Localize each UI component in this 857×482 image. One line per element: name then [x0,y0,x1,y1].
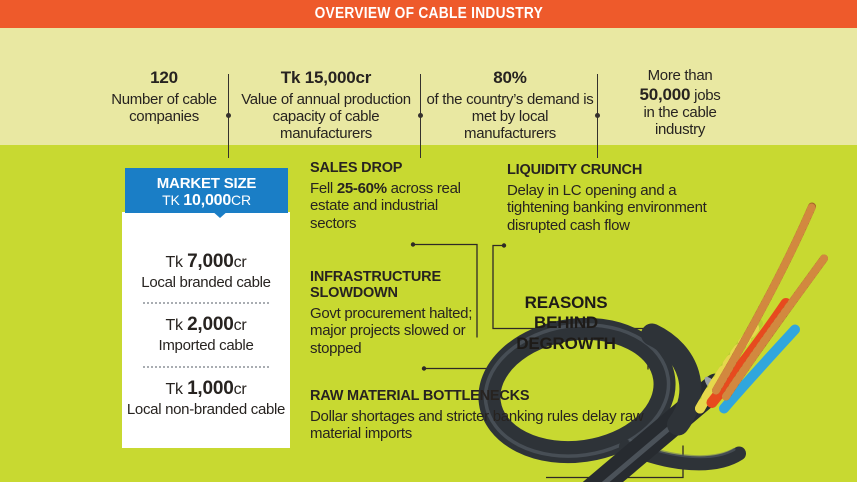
market-item-label: Imported cable [158,337,254,355]
connector-dot-liquidity [501,243,507,248]
stat-label: Number of cable companies [111,91,217,125]
stat-value: 120 [150,68,178,87]
market-item-amount: Tk 7,000cr [122,251,290,273]
stats-band: 120 Number of cable companies Tk 15,000c… [0,28,857,158]
center-line: DEGROWTH [516,333,616,353]
header-bar: OVERVIEW OF CABLE INDUSTRY [0,0,857,28]
stat-value: 80% [493,68,527,87]
center-line: BEHIND [534,313,598,333]
cable-wires [695,202,828,414]
amount-prefix: Tk [165,254,188,271]
amount-value: 2,000 [187,314,234,336]
market-item-label: Local branded cable [141,273,271,291]
dotted-divider [143,302,269,305]
connector-dot-sales [410,242,416,247]
market-size-title: MARKET SIZE [156,175,257,192]
amount-value: 7,000 [187,251,234,272]
center-line: REASONS [524,293,608,312]
note-body: Dollar shortages and stricter banking ru… [310,407,644,443]
market-item-label: Local non-branded cable [126,400,286,418]
divider-dot [595,113,600,118]
divider-dot [226,113,231,118]
note-body: Delay in LC opening and a tightening ban… [507,181,707,234]
note-liquidity-crunch: LIQUIDITY CRUNCH Delay in LC opening and… [507,162,721,234]
note-raw-material-bottlenecks: RAW MATERIAL BOTTLENECKS Dollar shortage… [310,388,650,443]
wire-earth-green [695,318,763,414]
connector-dot-infrastructure [421,366,427,371]
wire-earth-yellow-stripes [695,318,763,414]
stat-divider [226,74,231,158]
note-title: RAW MATERIAL BOTTLENECKS [310,388,530,404]
note-title: LIQUIDITY CRUNCH [507,162,643,178]
wire-copper-2-strands [722,254,828,401]
stat-divider [418,74,423,158]
market-size-amount: 10,000 [183,192,232,209]
stat-production-capacity: Tk 15,000cr Value of annual production c… [232,68,420,142]
stat-value: Tk 15,000cr [280,68,372,87]
market-item-non-branded: Tk 1,000cr Local non-branded cable [122,377,290,418]
market-size-prefix: TK [162,192,184,208]
market-item-amount: Tk 1,000cr [122,377,290,400]
stat-label: Value of annual production capacity of c… [241,91,411,142]
note-infrastructure-slowdown: INFRASTRUCTURE SLOWDOWN Govt procurement… [310,269,490,357]
market-size-value: TK 10,000CR [125,192,288,210]
amount-prefix: Tk [165,380,188,398]
note-title: SALES DROP [310,160,403,176]
reasons-behind-degrowth-label: REASONS BEHIND DEGROWTH [491,293,641,354]
stat-label: of the country’s demand is met by local … [426,91,594,142]
market-size-suffix: CR [231,192,251,208]
page-title: OVERVIEW OF CABLE INDUSTRY [314,5,543,22]
stat-cable-companies: 120 Number of cable companies [100,68,228,126]
stat-divider [595,74,600,158]
stat-jobs: More than 50,000 jobs in the cable indus… [601,67,759,138]
body-text: across real estate and industrial sector… [310,179,461,232]
market-item-local-branded: Tk 7,000cr Local branded cable [122,251,290,291]
amount-suffix: cr [233,254,247,271]
note-body: Fell 25-60% across real estate and indus… [310,180,482,232]
main-area: MARKET SIZE TK 10,000CR Tk 7,000cr Local… [0,145,857,482]
amount-value: 1,000 [187,377,234,399]
note-sales-drop: SALES DROP Fell 25-60% across real estat… [310,160,482,232]
market-item-imported: Tk 2,000cr Imported cable [122,314,290,355]
stat-label-suffix: jobs [690,86,721,104]
wire-copper-1-strands [712,202,816,395]
note-body: Govt procurement halted; major projects … [310,304,473,357]
stat-local-demand: 80% of the country’s demand is met by lo… [424,68,596,142]
wire-blue [719,324,800,414]
stat-value: 50,000 [639,84,691,104]
cable-tail [619,439,746,471]
note-title: INFRASTRUCTURE SLOWDOWN [310,269,441,301]
market-size-box: MARKET SIZE TK 10,000CR [125,168,288,218]
connector-line-raw-material [546,445,684,479]
market-breakdown-panel: Tk 7,000cr Local branded cable Tk 2,000c… [122,212,290,448]
market-item-amount: Tk 2,000cr [122,314,290,336]
body-highlight: 25-60% [336,179,387,197]
wire-copper-2 [722,254,828,401]
cable-tail-highlight [628,439,736,459]
cable-loop-cross-over [641,323,702,436]
amount-suffix: cr [233,380,247,398]
amount-suffix: cr [233,317,247,335]
stat-label-prefix: More than [647,67,713,84]
wire-red [706,298,792,408]
amount-prefix: Tk [165,317,188,335]
body-text: Fell [310,179,337,197]
divider-dot [418,113,423,118]
dotted-divider [143,365,269,368]
cable-sheath-rim [704,376,724,399]
wire-copper-1 [712,202,816,395]
stat-label: in the cable industry [643,103,717,138]
